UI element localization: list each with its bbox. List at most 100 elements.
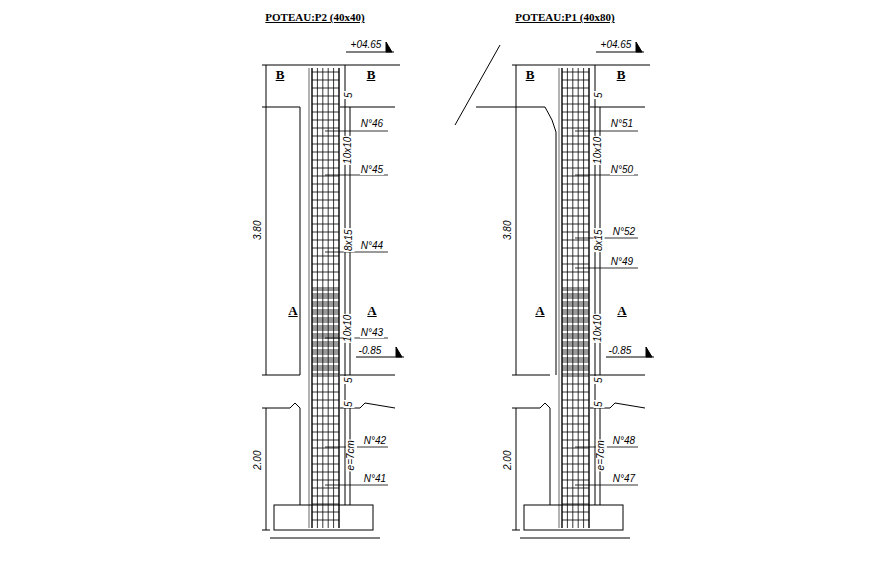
stirrup — [312, 488, 339, 489]
stirrup — [562, 338, 589, 339]
stirrup — [562, 224, 589, 225]
stirrup — [312, 354, 339, 355]
stirrup — [562, 352, 589, 353]
level-symbol — [386, 42, 392, 52]
stirrup — [312, 480, 339, 481]
stirrup — [312, 136, 339, 137]
stirrup — [312, 342, 339, 343]
stirrup — [562, 370, 589, 371]
dimension-tick — [340, 375, 350, 376]
level-symbol — [396, 347, 402, 357]
callout-number: +04.65 — [600, 40, 633, 51]
dimension-text: 8x15 — [594, 228, 605, 252]
dimension-text: 3.80 — [504, 219, 515, 240]
stirrup — [312, 374, 339, 375]
stirrup — [562, 520, 589, 521]
stirrup — [562, 366, 589, 367]
stirrup — [562, 128, 589, 129]
stirrup — [562, 336, 589, 337]
stirrup — [312, 104, 339, 105]
stirrup — [312, 240, 339, 241]
stirrup — [562, 290, 589, 291]
stirrup — [312, 314, 339, 315]
stirrup — [312, 176, 339, 177]
callout-number: N°41 — [363, 474, 387, 485]
stirrup — [312, 472, 339, 473]
stirrup — [312, 368, 339, 369]
stirrup — [312, 304, 339, 305]
dimension-text: 5 — [344, 91, 355, 99]
stirrup — [312, 256, 339, 257]
stirrup — [562, 192, 589, 193]
section-mark: B — [275, 68, 286, 82]
callout-number: N°52 — [612, 227, 636, 238]
column-title: POTEAU:P1 (40x80) — [514, 12, 615, 24]
stirrup — [312, 280, 339, 281]
callout-number: N°51 — [610, 119, 634, 130]
stirrup — [562, 330, 589, 331]
section-mark: B — [616, 68, 627, 82]
callout-number: N°45 — [360, 165, 384, 176]
stirrup — [312, 290, 339, 291]
stirrup — [312, 322, 339, 323]
column-title: POTEAU:P2 (40x40) — [264, 12, 365, 24]
stirrup — [562, 216, 589, 217]
stirrup — [562, 272, 589, 273]
stirrup — [312, 96, 339, 97]
stirrup — [562, 312, 589, 313]
level-symbol — [636, 42, 642, 52]
stirrup — [562, 314, 589, 315]
dimension-tick — [340, 107, 350, 108]
stirrup — [312, 326, 339, 327]
stirrup — [562, 326, 589, 327]
stirrup — [562, 318, 589, 319]
section-mark: A — [287, 304, 298, 318]
stirrup — [312, 264, 339, 265]
stirrup — [562, 294, 589, 295]
dimension-text: 5 — [594, 376, 605, 384]
stirrup — [312, 408, 339, 409]
section-mark: A — [534, 304, 545, 318]
cover-line — [309, 68, 310, 528]
stirrup — [562, 248, 589, 249]
stirrup — [312, 208, 339, 209]
stirrup — [562, 368, 589, 369]
stirrup — [312, 288, 339, 289]
dimension-text: 5 — [344, 376, 355, 384]
stirrup — [312, 370, 339, 371]
stirrup — [312, 144, 339, 145]
stirrup — [562, 400, 589, 401]
stirrup — [312, 336, 339, 337]
cover-line — [559, 68, 560, 528]
stirrup — [562, 184, 589, 185]
stirrup — [312, 298, 339, 299]
dimension-text: 5 — [594, 400, 605, 408]
stirrup — [312, 464, 339, 465]
stirrup — [312, 432, 339, 433]
stirrup — [312, 512, 339, 513]
leader-line — [575, 485, 638, 486]
stirrup — [562, 376, 589, 377]
stirrup — [562, 256, 589, 257]
stirrup — [312, 318, 339, 319]
stirrup — [562, 342, 589, 343]
stirrup — [562, 80, 589, 81]
stirrup — [312, 362, 339, 363]
stirrup — [562, 360, 589, 361]
callout-number: N°50 — [610, 165, 634, 176]
stirrup — [312, 224, 339, 225]
callout-number: N°43 — [360, 328, 384, 339]
callout-number: +04.65 — [350, 40, 383, 51]
stirrup — [312, 416, 339, 417]
stirrup — [312, 160, 339, 161]
stirrup — [312, 302, 339, 303]
stirrup — [312, 376, 339, 377]
stirrup — [562, 298, 589, 299]
stirrup — [562, 152, 589, 153]
stirrup — [562, 350, 589, 351]
callout-number: N°42 — [363, 436, 387, 447]
stirrup — [312, 520, 339, 521]
column-p2 — [262, 65, 400, 538]
